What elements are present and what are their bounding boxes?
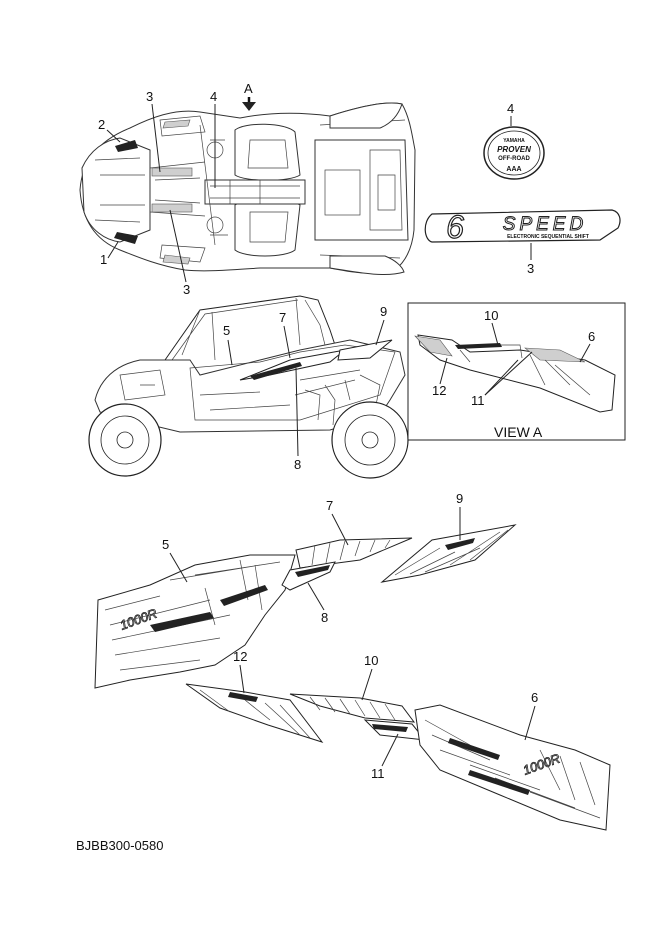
six-speed-logo: 6 SPEED ELECTRONIC SEQUENTIAL SHIFT 3 (424, 208, 621, 276)
callout-7-decal: 7 (326, 498, 333, 513)
decal-7: 7 (295, 498, 413, 569)
badge-top-text: YAMAHA (503, 138, 525, 144)
diagram-code: BJBB300-0580 (76, 838, 163, 853)
decal-6: 1000R 6 (414, 690, 611, 831)
speed-logo-tagline: ELECTRONIC SEQUENTIAL SHIFT (507, 234, 589, 240)
callout-1-top: 1 (100, 252, 107, 267)
side-view-callouts: 5 7 9 8 (223, 304, 387, 472)
callout-8-side: 8 (294, 457, 301, 472)
callout-9-decal: 9 (456, 491, 463, 506)
decal-9: 9 (380, 491, 517, 583)
vehicle-side-view (88, 295, 409, 479)
callout-7-side: 7 (279, 310, 286, 325)
callout-4-badge: 4 (507, 101, 514, 116)
callout-12-view-a: 12 (432, 383, 446, 398)
callout-8-decal: 8 (321, 610, 328, 625)
speed-logo-word: SPEED (503, 214, 587, 235)
badge-line2: OFF-ROAD (498, 156, 530, 162)
view-a-arrow: A (242, 81, 256, 111)
callout-11-decal: 11 (371, 766, 385, 781)
view-a-arrow-label: A (244, 81, 253, 96)
callout-2-top: 2 (98, 117, 105, 132)
decal-8: 8 (281, 561, 336, 625)
speed-logo-digit: 6 (446, 209, 464, 245)
callout-10-decal: 10 (364, 653, 378, 668)
callout-9-side: 9 (380, 304, 387, 319)
vehicle-top-view (79, 102, 416, 276)
view-a-label: VIEW A (494, 424, 543, 440)
proven-offroad-badge: 4 YAMAHA PROVEN OFF-ROAD AAA (483, 101, 545, 180)
callout-4-top: 4 (210, 89, 217, 104)
callout-6-decal: 6 (531, 690, 538, 705)
decal-12: 12 (185, 649, 324, 743)
callout-3-bottom: 3 (183, 282, 190, 297)
callout-3-speed-logo: 3 (527, 261, 534, 276)
callout-6-view-a: 6 (588, 329, 595, 344)
callout-11-view-a: 11 (471, 393, 485, 408)
callout-5-decal: 5 (162, 537, 169, 552)
callout-10-view-a: 10 (484, 308, 498, 323)
view-a-panel: 10 6 12 11 VIEW A (407, 302, 626, 441)
decal-5: 1000R 5 (94, 537, 296, 689)
callout-5-side: 5 (223, 323, 230, 338)
callout-12-decal: 12 (233, 649, 247, 664)
badge-bottom-text: AAA (506, 166, 521, 173)
decal-11: 11 (363, 719, 427, 781)
callout-3-top: 3 (146, 89, 153, 104)
badge-line1: PROVEN (497, 145, 531, 154)
decal-10: 10 (289, 653, 416, 723)
top-view-callouts: 3 4 2 1 3 (98, 89, 217, 297)
